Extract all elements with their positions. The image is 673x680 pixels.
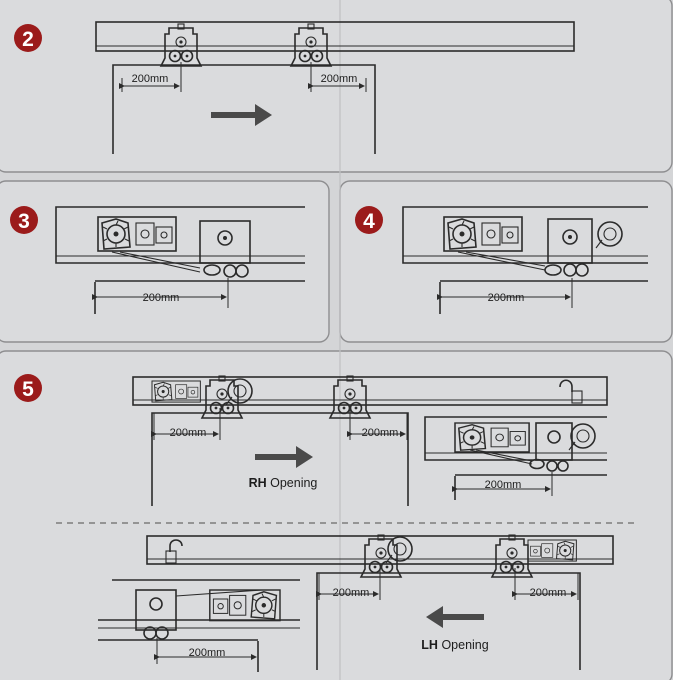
dimension-label: 200mm xyxy=(333,587,370,599)
dimension-label: 200mm xyxy=(362,427,399,439)
dimension-label: 200mm xyxy=(485,479,522,491)
dimension-label: 200mm xyxy=(132,73,169,85)
wall-hook-icon xyxy=(559,379,573,392)
dimension-label: 200mm xyxy=(530,587,567,599)
dimension-label: 200mm xyxy=(488,292,525,304)
left-arrow-icon xyxy=(426,606,484,628)
step-5-number: 5 xyxy=(22,378,34,401)
wall-hook-icon xyxy=(169,539,183,552)
rh-detail-diagram: 200mm xyxy=(424,416,607,500)
lh-opening-label: LH Opening xyxy=(421,638,488,652)
right-arrow-icon xyxy=(255,446,313,468)
step-3-number: 3 xyxy=(18,210,30,233)
dimension-label: 200mm xyxy=(143,292,180,304)
dimension-label: 200mm xyxy=(321,73,358,85)
rh-opening-label: RH Opening xyxy=(249,476,318,490)
right-arrow-icon xyxy=(211,104,272,126)
step-2-badge: 2 xyxy=(14,24,42,52)
dimension-label: 200mm xyxy=(189,647,226,659)
step-3-badge: 3 xyxy=(10,206,38,234)
lh-detail-diagram: 200mm xyxy=(98,579,300,672)
step-2-diagram: 200mm 200mm xyxy=(95,21,575,154)
step-4-diagram: 200mm xyxy=(402,206,648,314)
step-5-badge: 5 xyxy=(14,374,42,402)
step-2-number: 2 xyxy=(22,28,34,51)
panel-step-3 xyxy=(0,180,330,343)
rh-track-diagram: 200mm 200mm RH Opening xyxy=(132,375,608,506)
dimension-label: 200mm xyxy=(170,427,207,439)
step-4-number: 4 xyxy=(363,210,375,233)
lh-track-diagram: 200mm 200mm LH Opening xyxy=(146,534,614,670)
step-3-diagram: 200mm xyxy=(55,206,305,314)
step-4-badge: 4 xyxy=(355,206,383,234)
